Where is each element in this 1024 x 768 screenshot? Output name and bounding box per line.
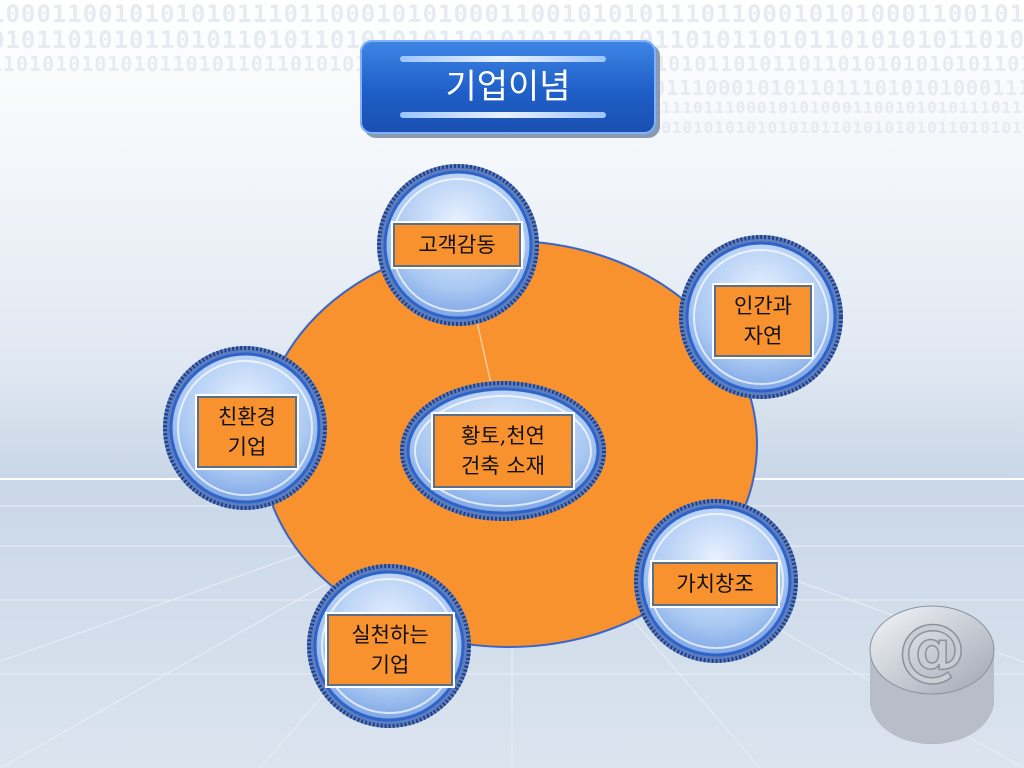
node-label-line: 인간과: [734, 294, 792, 318]
node-label-line: 친환경: [218, 405, 276, 429]
title-highlight-bar: [400, 56, 606, 62]
svg-text:@: @: [898, 610, 966, 689]
binary-line: 0101010101010101011010101010110101010101…: [640, 118, 1024, 137]
node-label-line: 가치창조: [676, 572, 754, 596]
node-label-eco: 친환경 기업: [197, 396, 297, 468]
node-label-line: 기업: [370, 653, 410, 677]
node-label-line: 실천하는: [351, 623, 429, 647]
title-highlight-bar: [400, 112, 606, 118]
node-label-value: 가치창조: [652, 562, 778, 606]
node-label-line: 건축 소재: [461, 454, 545, 478]
node-label-customer: 고객감동: [393, 223, 521, 267]
slide-title: 기업이념: [445, 67, 571, 107]
binary-line: 1000110010101010111011000101010001100101…: [0, 0, 1024, 28]
node-label-human-nature: 인간과 자연: [714, 285, 812, 357]
binary-line: 0011100010101101110101010001110001010110…: [640, 76, 1024, 100]
node-label-line: 황토,천연: [461, 424, 545, 448]
at-sign-icon: @: [869, 605, 995, 744]
node-label-practice: 실천하는 기업: [327, 614, 453, 686]
node-label-line: 기업: [227, 435, 267, 459]
node-label-center: 황토,천연 건축 소재: [433, 414, 573, 488]
node-label-line: 고객감동: [418, 233, 496, 257]
title-box: 기업이념: [360, 40, 656, 134]
binary-line: 1011101110001010100011001010101110110001…: [640, 98, 1024, 117]
node-label-line: 자연: [743, 324, 783, 348]
